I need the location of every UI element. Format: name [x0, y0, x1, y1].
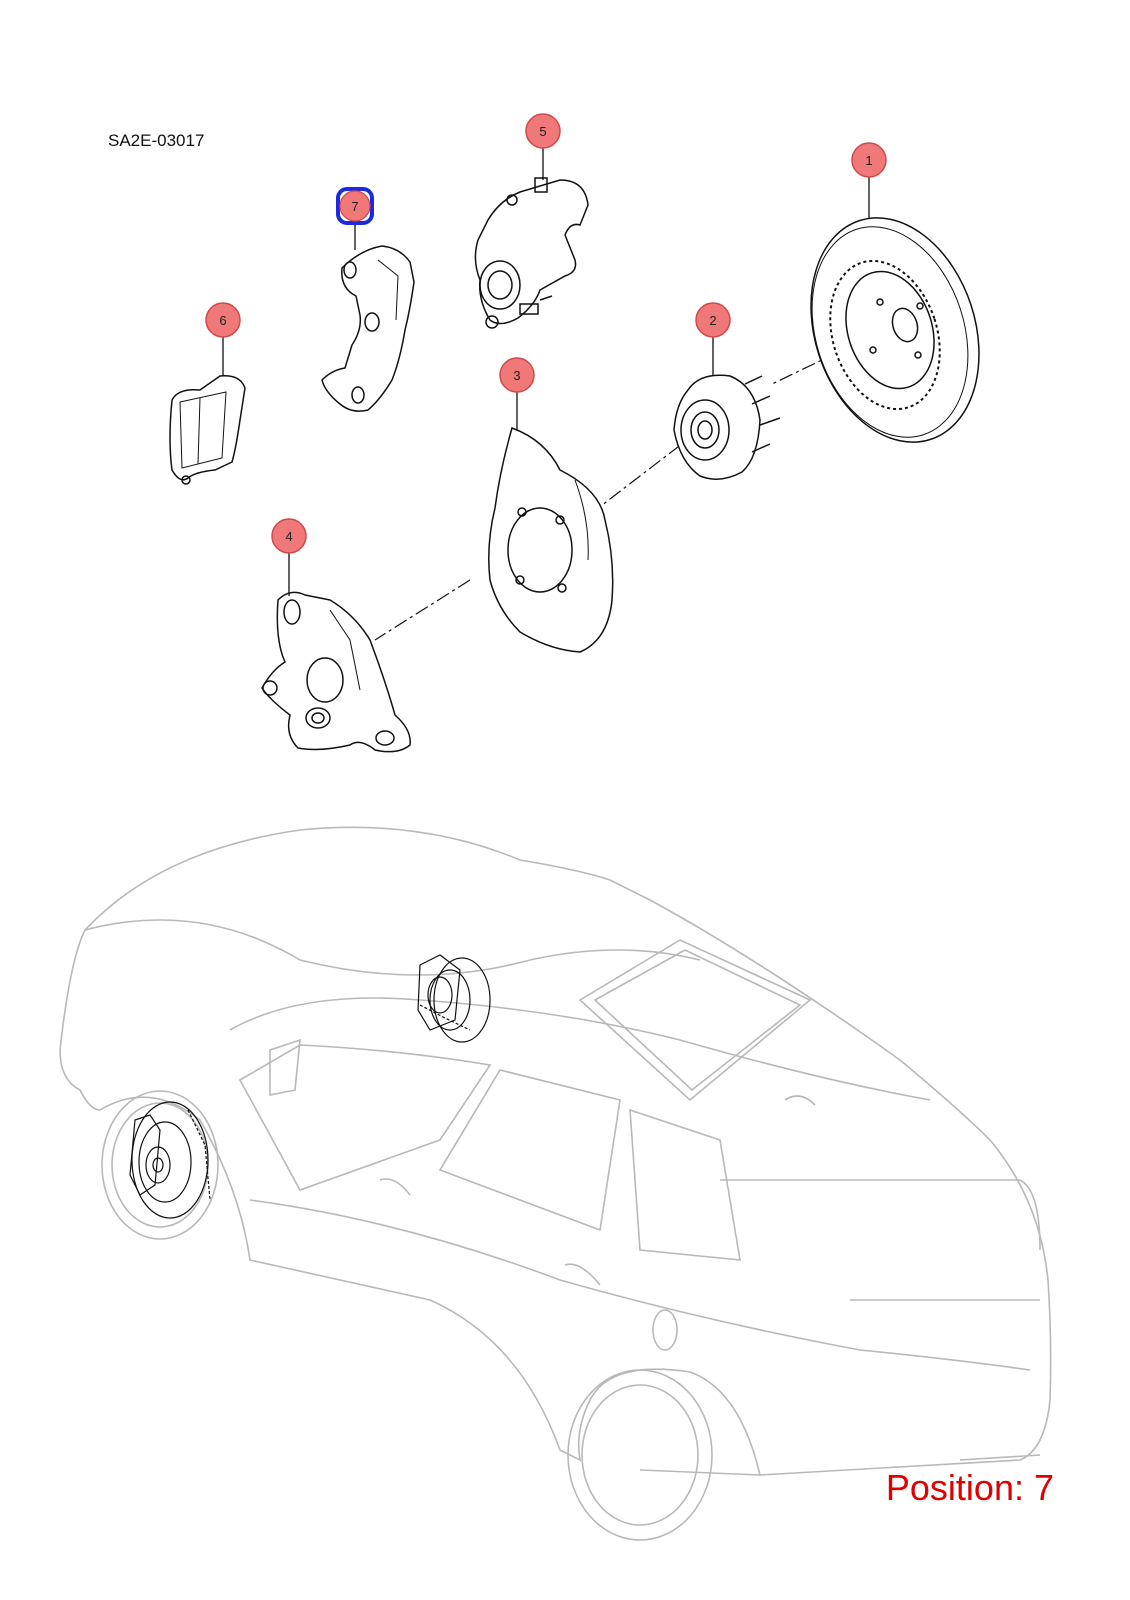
callout-label: 4	[285, 529, 292, 544]
car-front-right-brake	[417, 954, 491, 1043]
position-indicator: Position: 7	[885, 1467, 1054, 1508]
callout-label: 3	[513, 368, 520, 383]
callout-1[interactable]: 1	[851, 142, 887, 178]
brake-pad-part	[169, 375, 246, 485]
car-front-left-brake	[129, 1101, 211, 1219]
callout-label: 7	[351, 199, 358, 214]
callout-3[interactable]: 3	[499, 357, 535, 393]
wheel-hub-part	[673, 374, 781, 480]
brake-disc-part	[810, 217, 980, 443]
car-outline	[59, 826, 1052, 1541]
callout-label: 5	[539, 124, 546, 139]
callout-7-selected[interactable]: 7	[336, 187, 374, 225]
caliper-bracket-part	[321, 245, 415, 412]
leader-lines	[222, 148, 870, 596]
callout-label: 6	[219, 313, 226, 328]
dust-shield-part	[488, 427, 614, 653]
callout-6[interactable]: 6	[205, 302, 241, 338]
brake-caliper-part	[474, 177, 589, 329]
diagram-code: SA2E-03017	[108, 131, 205, 150]
callout-5[interactable]: 5	[525, 113, 561, 149]
callout-label: 1	[865, 153, 872, 168]
callout-4[interactable]: 4	[271, 518, 307, 554]
callout-label: 2	[709, 313, 716, 328]
steering-knuckle-part	[261, 591, 411, 753]
callout-2[interactable]: 2	[695, 302, 731, 338]
